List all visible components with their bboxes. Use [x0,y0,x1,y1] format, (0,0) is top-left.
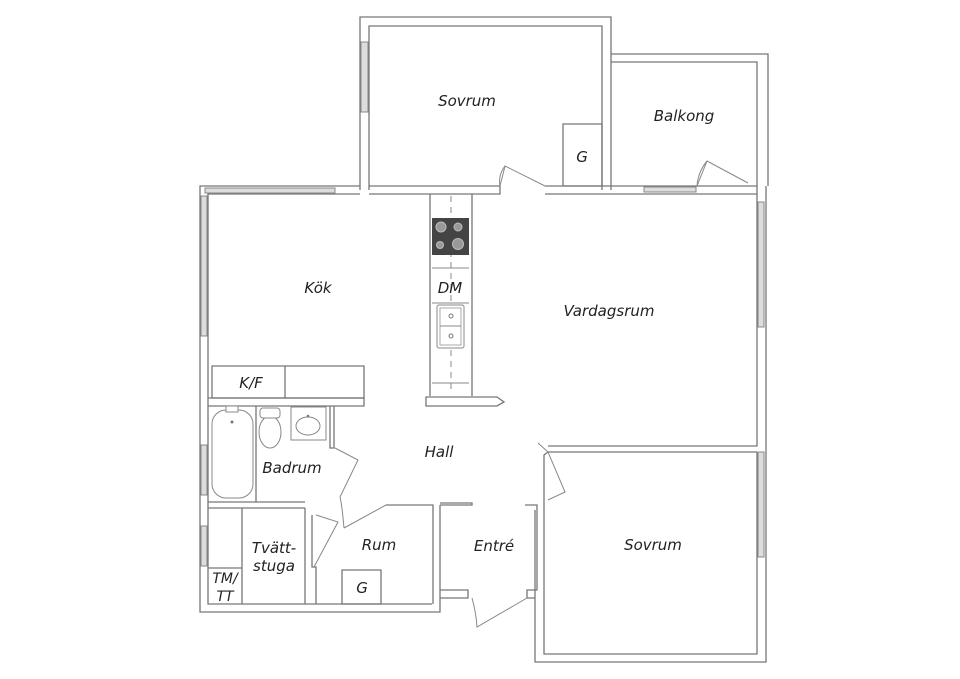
room-label-tvattstuga: Tvätt- stuga [251,539,297,575]
room-label-sovrum-top: Sovrum [438,92,496,110]
room-label-kok: Kök [304,279,332,297]
room-label-balkong: Balkong [653,107,715,125]
doors [313,160,749,628]
room-label-vardagsrum: Vardagsrum [563,302,655,320]
room-label-hall: Hall [424,443,454,461]
fixture-label-kyl-frys: K/F [239,374,263,392]
room-label-sovrum-bottom: Sovrum [624,536,682,554]
kitchen-fixtures [432,196,469,392]
toilet-icon [258,415,282,449]
fixture-label-garderob-rum: G [356,579,368,597]
windows [200,41,765,567]
fixture-label-diskmaskin: DM [437,279,463,297]
fixture-label-garderob-top: G [576,148,588,166]
room-label-rum: Rum [361,536,397,554]
room-label-entre: Entré [473,537,515,555]
room-label-badrum: Badrum [262,459,322,477]
fixture-label-tm-tt: TM/ TT [212,571,238,605]
bathroom-fixtures [211,405,327,499]
